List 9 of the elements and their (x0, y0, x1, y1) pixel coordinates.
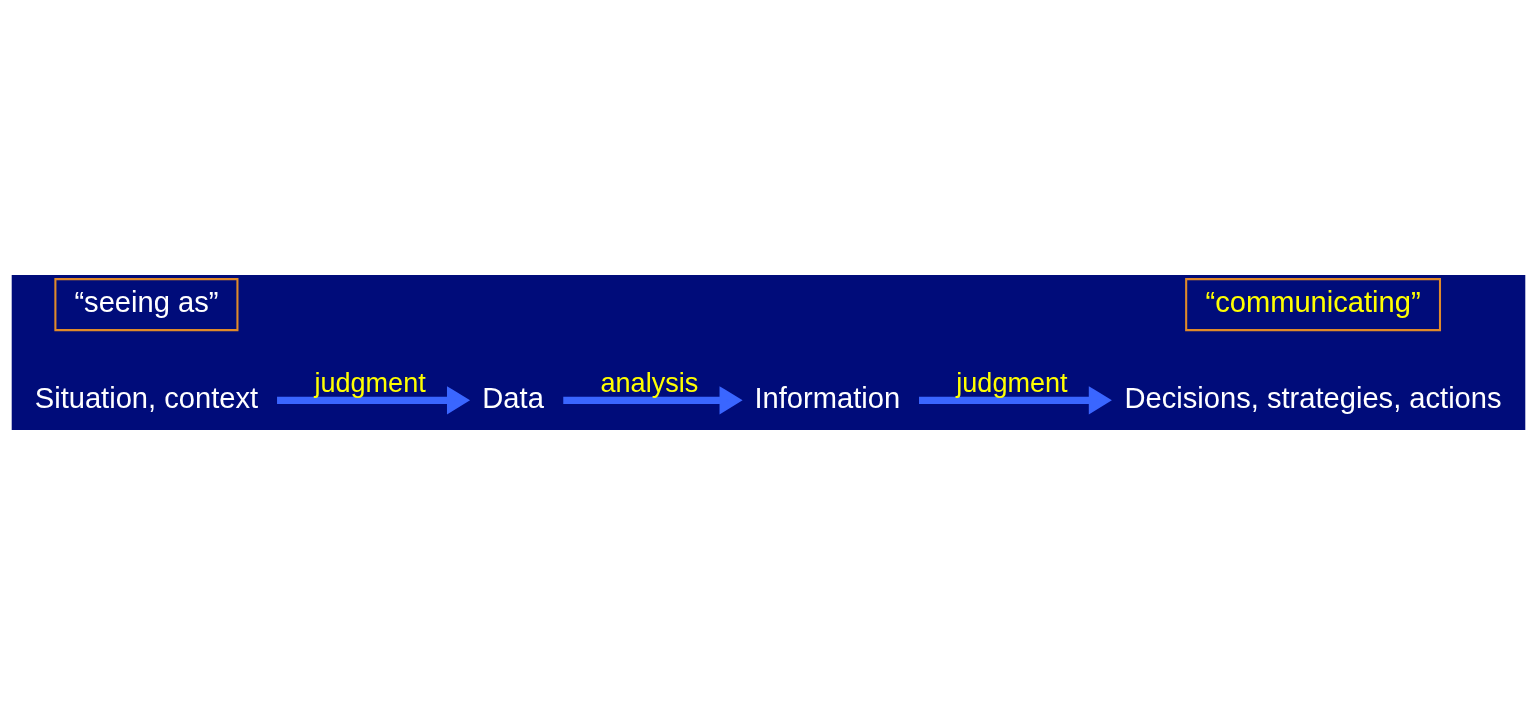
edge-label: judgment (956, 367, 1068, 398)
edge-label: judgment (314, 367, 426, 398)
edge-label: analysis (600, 367, 699, 398)
node-text: Information (754, 381, 901, 414)
node-text: Decisions, strategies, actions (1124, 381, 1502, 414)
node-text: Situation, context (34, 381, 259, 414)
node-box: “communicating” (1185, 277, 1442, 331)
node-text: Data (482, 381, 544, 414)
node-box: “seeing as” (54, 277, 239, 331)
